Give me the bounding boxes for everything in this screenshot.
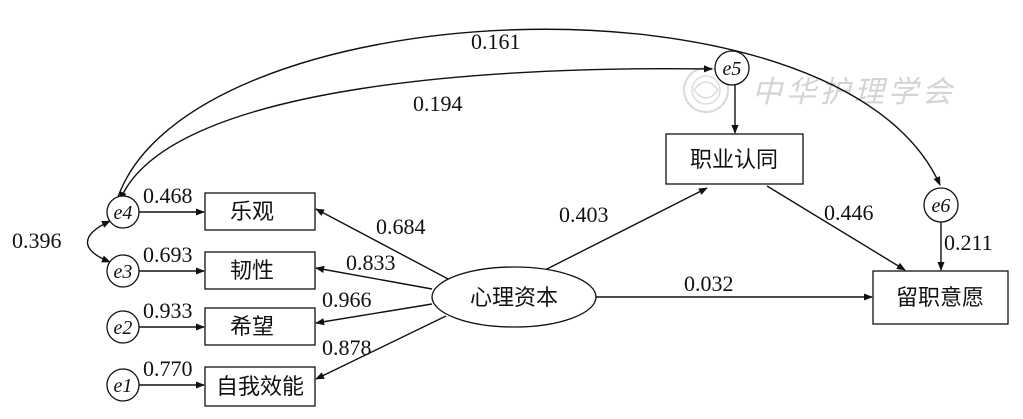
arrow-pc-resilience: [315, 265, 433, 290]
coef-e4-optimism: 0.468: [143, 183, 193, 208]
watermark: 中华护理学会: [683, 67, 956, 113]
coef-e6-retention: 0.211: [944, 230, 993, 255]
error-e3-label: e3: [114, 261, 133, 283]
node-career-identity: [665, 133, 804, 185]
error-e6-label: e6: [932, 195, 951, 217]
node-hope: [204, 307, 316, 346]
coef-e1-self-efficacy: 0.770: [143, 356, 193, 381]
coef-e4-e5-cov: 0.194: [413, 91, 463, 116]
node-retention-intention-label: 留职意愿: [896, 286, 984, 311]
coef-pc-resilience: 0.833: [346, 250, 396, 275]
error-e1-label: e1: [114, 375, 133, 397]
coef-pc-retention: 0.032: [684, 271, 734, 296]
node-hope-label: 希望: [230, 315, 274, 340]
coef-pc-hope: 0.966: [322, 287, 372, 312]
node-optimism-label: 乐观: [230, 200, 274, 225]
arrow-pc-hope: [315, 303, 433, 326]
arrow-identity-retention: [766, 185, 906, 271]
error-e2-label: e2: [114, 317, 133, 339]
watermark-text: 中华护理学会: [752, 75, 956, 110]
node-resilience: [204, 251, 316, 290]
node-optimism: [204, 192, 316, 231]
cov-e4-e5-curve: [119, 65, 713, 201]
cov-e4-e3-curve: [87, 220, 111, 263]
coef-identity-retention: 0.446: [824, 200, 874, 225]
coef-pc-optimism: 0.684: [376, 214, 426, 239]
node-self-efficacy: [204, 366, 316, 407]
node-psych-capital: [431, 266, 597, 328]
coef-e4-e6-cov: 0.161: [471, 29, 521, 54]
coef-pc-career-identity: 0.403: [559, 202, 609, 227]
node-retention-intention: [872, 270, 1009, 325]
error-e4-label: e4: [114, 202, 133, 224]
error-e5: [714, 50, 750, 86]
node-self-efficacy-label: 自我效能: [216, 375, 304, 400]
coef-pc-self-efficacy: 0.878: [322, 335, 372, 360]
coef-e2-hope: 0.933: [143, 298, 193, 323]
node-psych-capital-label: 心理资本: [470, 286, 558, 311]
arrow-pc-optimism: [315, 208, 451, 281]
coef-e4-e3-cov: 0.396: [12, 228, 62, 253]
error-e5-label: e5: [723, 58, 742, 80]
arrow-pc-self-efficacy: [315, 315, 447, 380]
coef-e3-resilience: 0.693: [143, 242, 193, 267]
node-career-identity-label: 职业认同: [690, 148, 778, 173]
arrow-pc-career-identity: [540, 187, 708, 273]
node-resilience-label: 韧性: [230, 259, 274, 284]
